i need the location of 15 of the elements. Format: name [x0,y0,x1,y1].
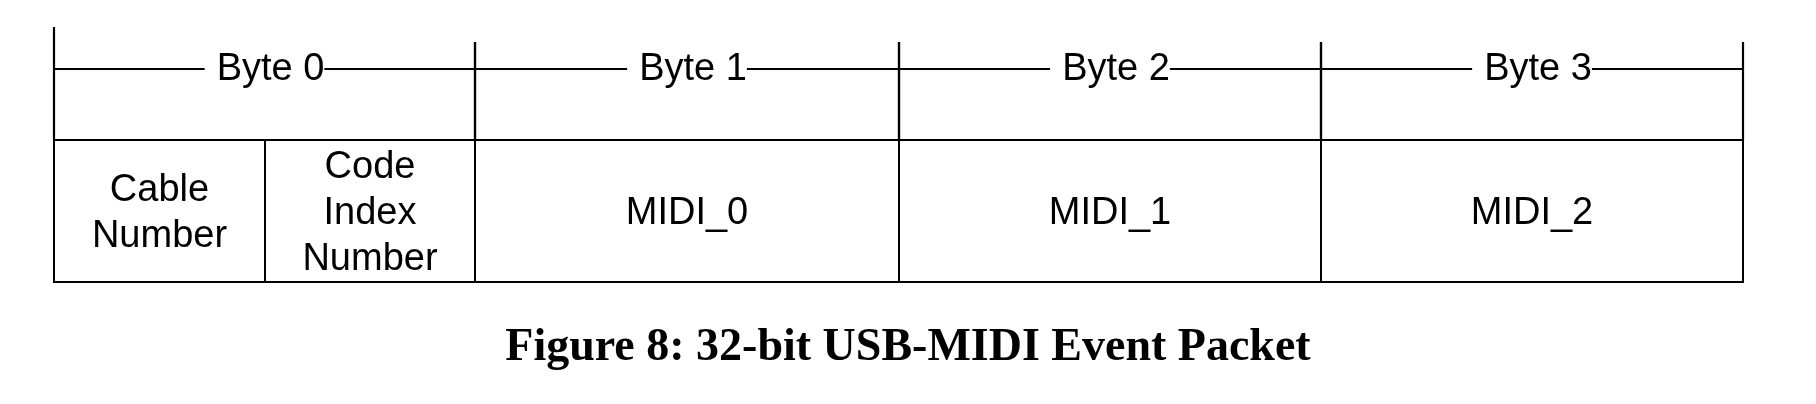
packet-field [474,139,900,283]
field-name: MIDI_0 [625,189,749,234]
packet-field [53,139,266,283]
byte-label: Byte 1 [638,45,747,90]
field-name: MIDI_1 [1048,189,1172,234]
packet-field [898,139,1322,283]
field-name: MIDI_2 [1470,189,1594,234]
packet-field [264,139,476,283]
field-name: Code Index Number [301,143,439,280]
figure-caption: Figure 8: 32-bit USB-MIDI Event Packet [505,318,1311,372]
byte-label: Byte 2 [1061,45,1170,90]
byte-label: Byte 3 [1483,45,1592,90]
byte-label: Byte 0 [215,45,325,90]
packet-field [1320,139,1744,283]
field-name: Cable Number [90,166,229,257]
